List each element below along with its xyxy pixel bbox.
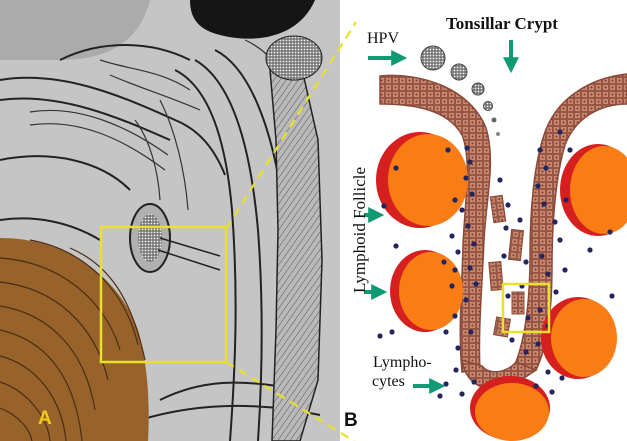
lymphocytes-label-line1: Lympho- xyxy=(373,354,432,372)
lymphoid-follicle-label: Lymphoid Follicle xyxy=(350,167,370,293)
panel-a-label: A xyxy=(38,408,52,430)
follicle-lower-right xyxy=(541,297,617,379)
panel-b-label: B xyxy=(344,410,358,432)
follicle-middle-left xyxy=(390,250,463,332)
lymphocytes-label-line2: cytes xyxy=(372,373,405,391)
figure-title: Tonsillar Crypt xyxy=(446,14,558,34)
hpv-label: HPV xyxy=(367,30,399,48)
panel-a-illustration xyxy=(0,0,340,441)
follicle-upper-right xyxy=(560,144,627,236)
follicle-upper-left xyxy=(376,132,468,228)
